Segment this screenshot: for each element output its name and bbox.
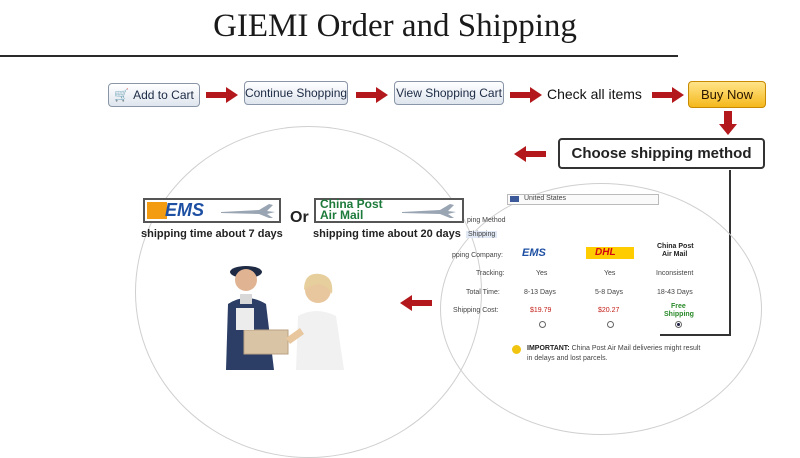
ems-logo: EMS [165, 200, 205, 220]
ems-stripe [147, 202, 167, 219]
us-flag-icon [510, 196, 519, 202]
important-label: IMPORTANT: [527, 345, 570, 352]
country-value: United States [524, 195, 567, 202]
add-to-cart-label: Add to Cart [133, 88, 194, 102]
arrow-right-icon [356, 87, 388, 103]
ems-tracking: Yes [536, 270, 548, 277]
china-post-logo-line1: China Post [320, 197, 383, 211]
arrow-right-icon [510, 87, 542, 103]
dhl-logo: DHL [595, 247, 616, 258]
check-all-items-text: Check all items [547, 86, 642, 102]
dhl-logo-box: DHL [586, 247, 634, 259]
title-divider [0, 55, 678, 57]
lightbulb-icon [512, 345, 521, 354]
airplane-icon [402, 204, 456, 218]
country-select[interactable]: United States [507, 194, 659, 205]
total-time-label: Total Time: [466, 289, 500, 296]
arrow-right-icon [206, 87, 238, 103]
cart-icon: 🛒 [114, 88, 130, 102]
ems-time: 8-13 Days [524, 289, 556, 296]
china-post-time: 18-43 Days [657, 289, 693, 296]
page-title: GIEMI Order and Shipping [213, 8, 577, 44]
china-post-radio[interactable] [675, 321, 682, 328]
ems-time-text: shipping time about 7 days [141, 228, 283, 240]
shipping-cost-label: Shipping Cost: [453, 307, 499, 314]
company-label: pping Company: [452, 252, 503, 259]
dhl-time: 5-8 Days [595, 289, 624, 296]
china-post-header-line2: Air Mail [662, 251, 688, 258]
china-post-logo-line2: Air Mail [320, 208, 364, 222]
arrow-down-icon [719, 111, 737, 135]
tracking-label: Tracking: [476, 270, 505, 277]
shipping-tab[interactable]: Shipping [466, 231, 498, 238]
important-text: China Post Air Mail deliveries might res… [571, 345, 701, 352]
ems-card[interactable]: EMS [143, 198, 281, 223]
ems-cost: $19.79 [530, 307, 552, 314]
china-post-cost-line1: Free [671, 303, 686, 310]
add-to-cart-button[interactable]: 🛒 Add to Cart [108, 83, 200, 107]
china-post-header-line1: China Post [657, 243, 694, 250]
delivery-illustration [226, 266, 344, 370]
dhl-radio[interactable] [607, 321, 614, 328]
ems-radio[interactable] [539, 321, 546, 328]
arrow-left-icon [400, 295, 432, 311]
dhl-tracking: Yes [604, 270, 616, 277]
dhl-cost: $20.27 [598, 307, 620, 314]
arrow-left-icon [514, 146, 546, 162]
or-text: Or [290, 209, 309, 226]
arrow-right-icon [652, 87, 684, 103]
ems-table-logo: EMS [522, 247, 546, 259]
important-text-line2: in delays and lost parcels. [527, 355, 608, 362]
shipping-method-heading: ping Method [467, 217, 506, 224]
china-post-cost-line2: Shipping [664, 311, 694, 318]
china-post-tracking: Inconsistent [656, 270, 694, 277]
china-post-time-text: shipping time about 20 days [313, 228, 461, 240]
view-shopping-cart-button[interactable]: View Shopping Cart [394, 81, 504, 105]
china-post-card[interactable]: China Post Air Mail [314, 198, 464, 223]
shipping-table-circle [440, 183, 762, 435]
buy-now-button[interactable]: Buy Now [688, 81, 766, 108]
choose-shipping-method-box: Choose shipping method [558, 138, 765, 169]
airplane-icon [221, 204, 275, 218]
continue-shopping-button[interactable]: Continue Shopping [244, 81, 348, 105]
